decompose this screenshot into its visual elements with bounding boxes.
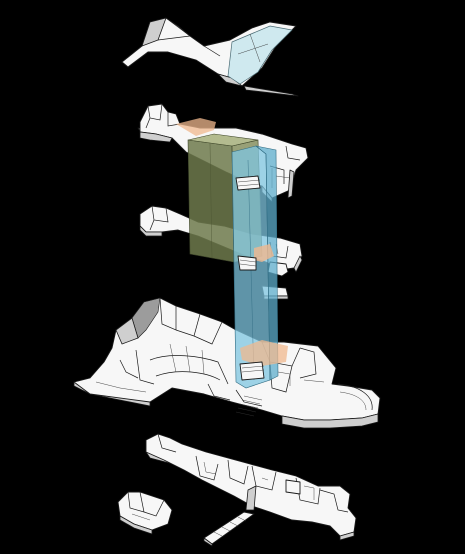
core-stairs bbox=[235, 175, 265, 381]
peach-bands bbox=[176, 118, 288, 366]
basement-ramp-stairs bbox=[213, 516, 247, 537]
ground-floor-level bbox=[73, 297, 381, 429]
roof-glass-canopy bbox=[227, 25, 293, 85]
ground-stair bbox=[235, 395, 263, 417]
basement-level bbox=[145, 433, 357, 547]
basement-annex bbox=[117, 491, 173, 535]
